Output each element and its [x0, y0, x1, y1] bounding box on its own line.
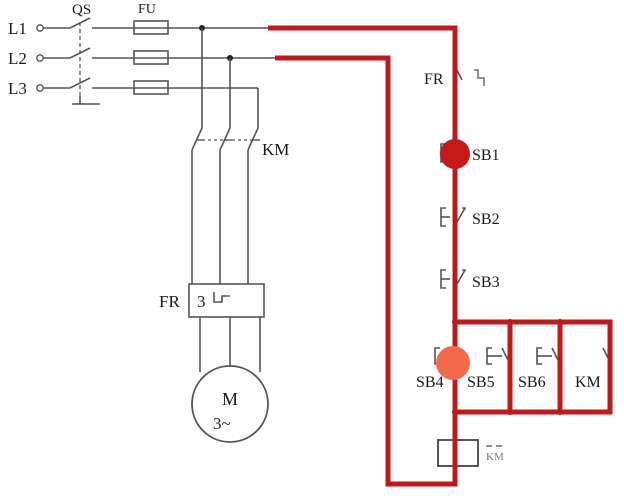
red-path-l1: [268, 25, 458, 470]
label-fr-ctrl: FR: [424, 71, 444, 88]
label-l2: L2: [8, 49, 27, 68]
label-l3: L3: [8, 79, 27, 98]
label-fr-main: FR: [159, 292, 180, 311]
terminal-l2: [36, 54, 44, 62]
terminal-l3: [36, 84, 44, 92]
label-sb1: SB1: [472, 147, 500, 164]
sb2-pushbutton: [440, 207, 466, 227]
label-coil: KM: [486, 451, 504, 463]
terminal-l1: [36, 24, 44, 32]
sb1-marker: [440, 139, 470, 169]
fr-contact: [454, 65, 485, 86]
label-motor-m: M: [222, 389, 238, 409]
sb4-marker: [436, 346, 470, 380]
labels: L1 L2 L3 QS FU KM FR 3 M 3~ FR SB1 SB2 S…: [8, 2, 601, 463]
qs-switch: [69, 17, 134, 105]
red-path-parallel: [455, 319, 613, 415]
label-sb5: SB5: [467, 374, 495, 391]
highlighted-path: [268, 25, 613, 487]
label-motor-phase: 3~: [213, 414, 231, 433]
label-sb6: SB6: [518, 374, 546, 391]
main-circuit: [188, 28, 269, 443]
km-main-contacts: [191, 127, 260, 151]
fr-thermal-relay: [188, 283, 265, 318]
label-fr-num: 3: [197, 292, 206, 311]
label-sb2: SB2: [472, 211, 500, 228]
motor-symbol: [191, 365, 269, 443]
label-km-ctrl: KM: [575, 374, 601, 391]
sb3-pushbutton: [440, 269, 466, 289]
control-wiring: [434, 40, 613, 470]
label-l1: L1: [8, 19, 27, 38]
label-sb4: SB4: [416, 374, 444, 391]
red-path-l2: [275, 55, 458, 487]
label-km-main: KM: [262, 140, 289, 159]
fu-fuses: [133, 20, 169, 95]
km-coil: [437, 439, 479, 467]
label-sb3: SB3: [472, 274, 500, 291]
label-qs: QS: [72, 2, 91, 18]
supply-lines: [36, 17, 278, 105]
label-fu: FU: [138, 2, 156, 17]
